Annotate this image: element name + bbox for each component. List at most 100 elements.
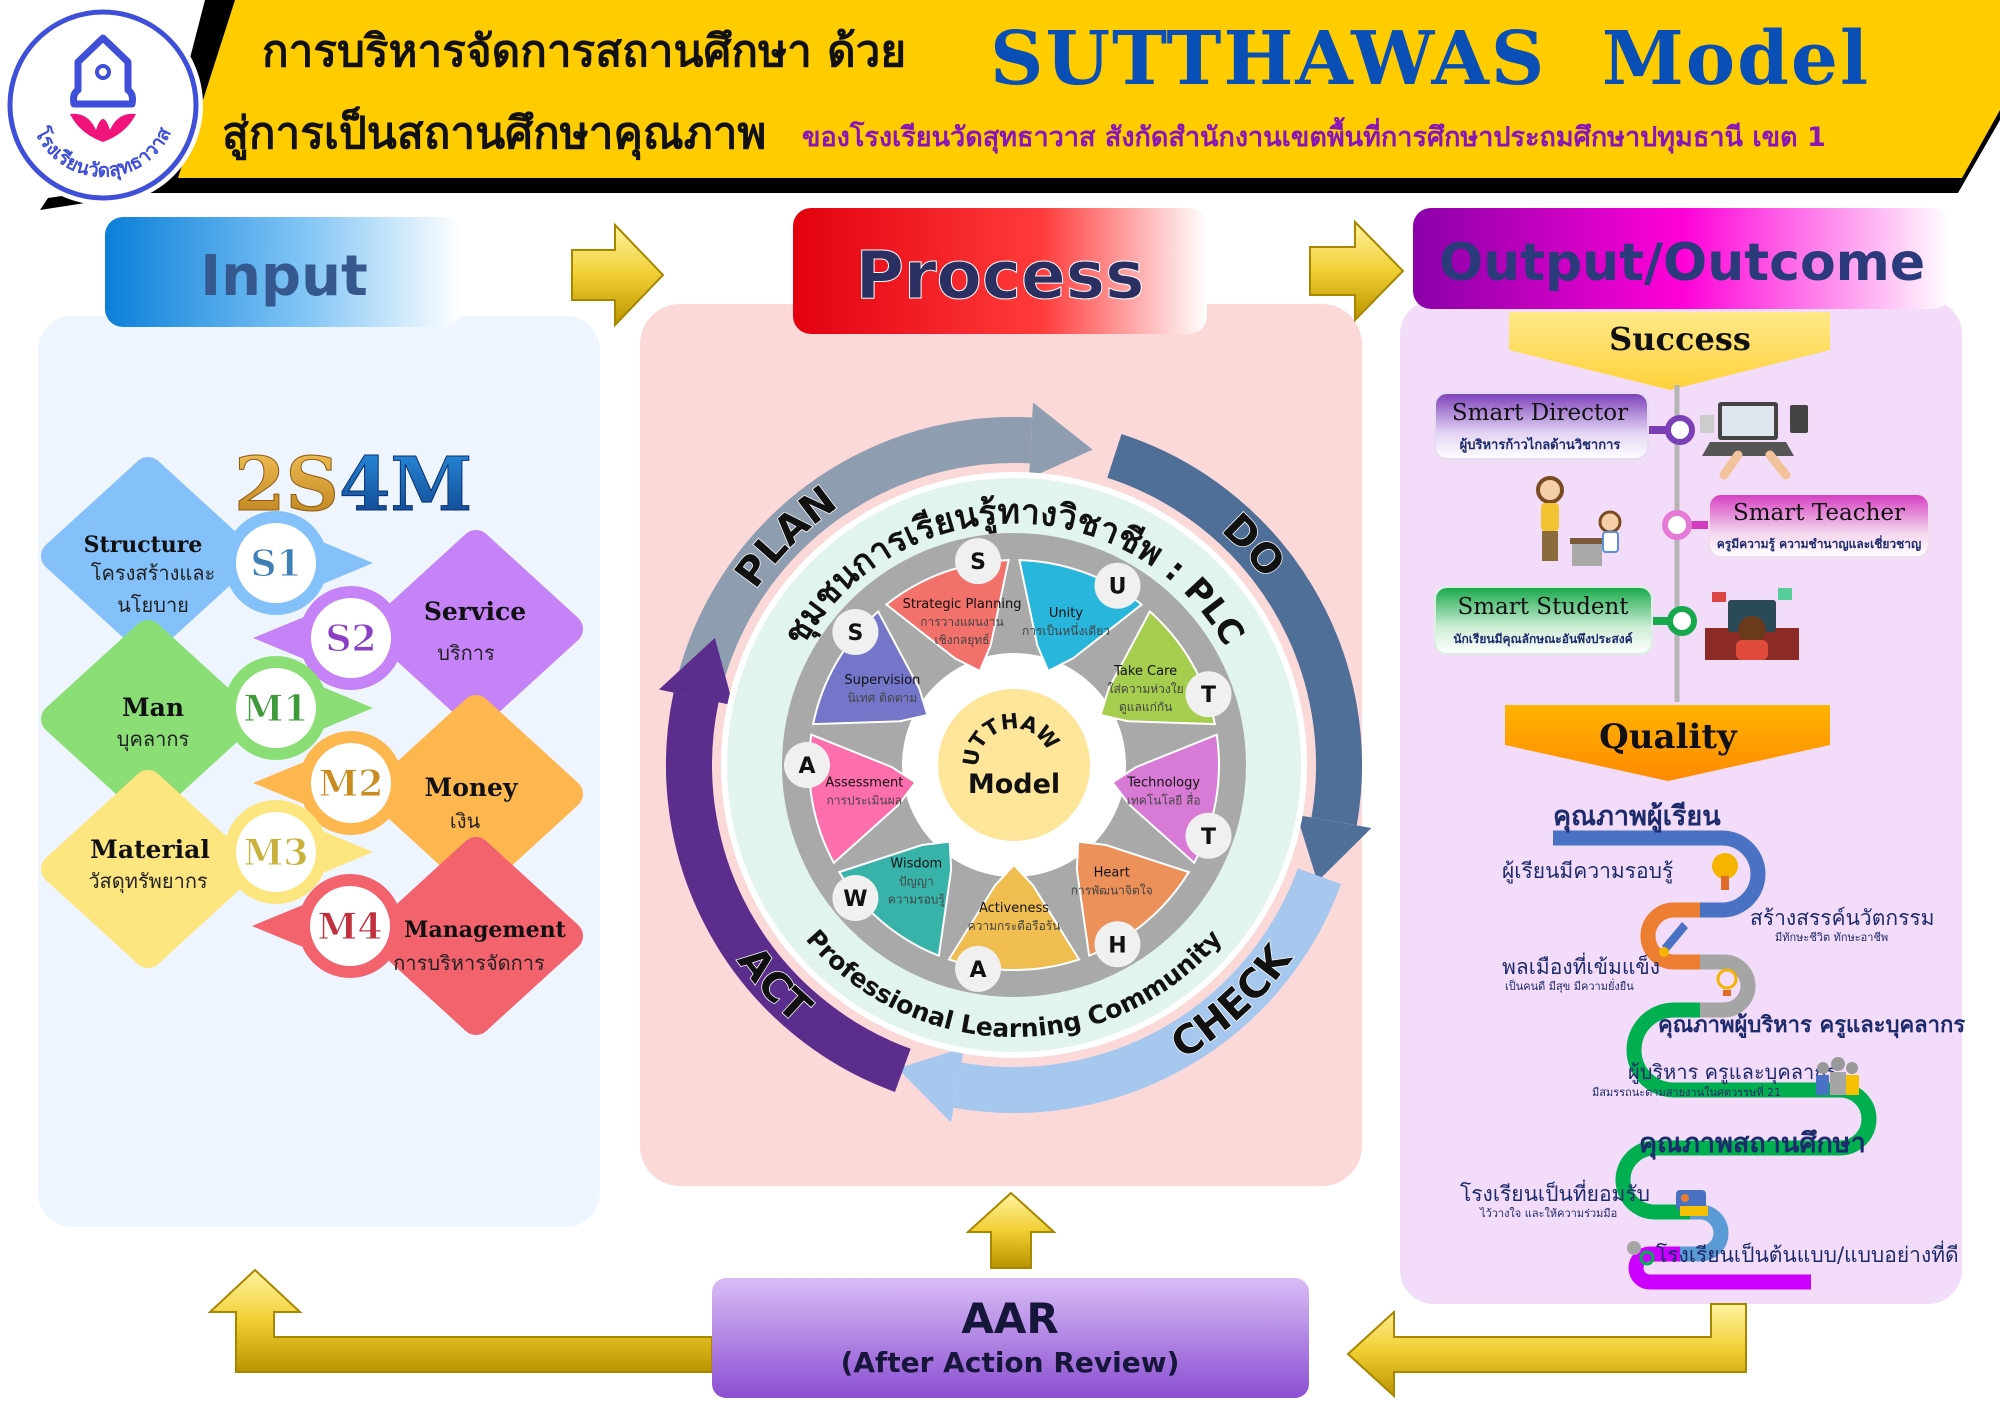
success-label: Success: [1609, 320, 1751, 358]
aar-subtitle: (After Action Review): [841, 1346, 1180, 1379]
component-wedge: [811, 609, 929, 726]
school-quality-heading: คุณภาพสถานศึกษา: [1639, 1128, 1866, 1160]
arrowhead-icon: [1296, 814, 1372, 882]
process-title: Process: [856, 237, 1145, 314]
component-letter: A: [798, 754, 815, 779]
component-wedge: [808, 733, 917, 865]
input-header-tab: Input: [105, 217, 462, 327]
component-letter: S: [970, 550, 986, 575]
factor-code: S2: [325, 618, 376, 660]
process-header-tab: Process: [793, 208, 1207, 334]
learner-item-desc: เป็นคนดี มีสุข มีความยั่งยืน: [1505, 978, 1634, 993]
component-thai: การเป็นหนึ่งเดียว: [1022, 622, 1110, 638]
smart-title: Smart Student: [1457, 594, 1629, 620]
component-thai: การวางแผนงาน: [920, 615, 1004, 629]
component-thai: ปัญญา: [899, 874, 934, 888]
component-name: Unity: [1049, 606, 1083, 621]
staff-item: ผู้บริหาร ครูและบุคลากร: [1628, 1060, 1837, 1085]
component-name: Strategic Planning: [903, 597, 1022, 612]
smart-director-card: Smart Director ผู้บริหารก้าวไกลด้านวิชาก…: [1434, 392, 1695, 460]
component-thai: การประเมินผล: [827, 793, 903, 807]
component-letter-badge: [832, 875, 879, 922]
component-letter-badge: [1185, 812, 1232, 859]
bubble-tail: [253, 610, 321, 666]
learner-item: สร้างสรรค์นวัตกรรม: [1750, 906, 1934, 930]
header-model-name: SUTTHAWAS Model: [990, 16, 1870, 102]
component-thai: ดูแลแก่กัน: [1119, 700, 1172, 715]
component-name: Supervision: [844, 673, 920, 688]
output-title: Output/Outcome: [1439, 233, 1925, 293]
arrowhead-icon: [897, 1047, 965, 1123]
component-letter: T: [1201, 683, 1216, 708]
badge-circle: [311, 743, 391, 823]
factor-thai: วัสดุทรัพยากร: [88, 869, 208, 894]
idea-gear-icon: [1627, 1241, 1655, 1266]
factor-code: M1: [244, 688, 309, 730]
badge-circle: [310, 886, 390, 966]
model-center-subtitle: Model: [968, 769, 1060, 800]
bubble-tail: [306, 680, 373, 736]
header-subtitle: ของโรงเรียนวัดสุทธาวาส สังกัดสำนักงานเขต…: [802, 116, 1826, 154]
smart-title: Smart Teacher: [1733, 500, 1905, 526]
component-letter: W: [843, 887, 867, 912]
school-logo: โรงเรียนวัดสุทธาวาส: [3, 5, 203, 205]
component-thai: ความกระตือรือร้น: [968, 919, 1061, 933]
factor-code: M3: [244, 832, 309, 874]
smart-desc: ผู้บริหารก้าวไกลด้านวิชาการ: [1460, 436, 1621, 453]
factor-thai: นโยบาย: [117, 593, 189, 617]
school-item: โรงเรียนเป็นต้นแบบ/แบบอย่างที่ดี: [1656, 1240, 1959, 1267]
aar-box: AAR (After Action Review): [712, 1278, 1309, 1398]
component-letter: U: [1109, 575, 1127, 600]
component-thai: นิเทศ ติดตาม: [848, 691, 918, 705]
arrow-right-icon: [571, 222, 665, 328]
bubble-tail: [306, 824, 373, 880]
bubble-tail: [306, 535, 373, 591]
factor-thai: การบริหารจัดการ: [393, 951, 545, 975]
component-letter-badge: [1094, 921, 1141, 968]
factor-thai: โครงสร้างและ: [91, 561, 215, 585]
teacher-student-illustration: [1536, 476, 1622, 566]
lotus-icon: [70, 113, 136, 142]
online-student-illustration: [1705, 588, 1799, 660]
component-letter-badge: [955, 538, 1002, 585]
component-assessment: A Assessment การประเมินผล: [784, 733, 917, 865]
component-name: Activeness: [979, 901, 1049, 916]
staff-item-desc: มีสมรรถนะตามสายงานในศตวรรษที่ 21: [1592, 1084, 1781, 1099]
quality-section: Quality คุณภาพผู้เรียน ผู้เรียนมีความรอบ…: [1460, 705, 1965, 1290]
component-thai: การพัฒนาจิตใจ: [1071, 883, 1153, 897]
smart-desc: ครูมีความรู้ ความชำนาญและเชี่ยวชาญ: [1717, 535, 1922, 552]
arrow-right-icon: [1309, 219, 1405, 323]
cycle-arrow-do: DO: [1107, 434, 1372, 882]
input-factors: S1Structureโครงสร้างและนโยบายS2Serviceบร…: [41, 457, 583, 1035]
component-letter-badge: [784, 742, 830, 788]
factor-thai: บริการ: [437, 641, 495, 665]
factor-thai: บุคลากร: [117, 727, 190, 752]
component-name: Assessment: [825, 775, 903, 790]
component-wedge: [884, 559, 1010, 673]
component-name: Technology: [1126, 775, 1200, 790]
component-letter: A: [970, 958, 987, 983]
people-icon: [1816, 1057, 1859, 1095]
arrowhead-icon: [658, 638, 734, 706]
component-thai: เทคโนโลยี สื่อ: [1127, 791, 1201, 807]
factor-code: S1: [250, 543, 301, 585]
factor-label: Management: [404, 917, 567, 943]
brain-idea-icon: [1712, 853, 1738, 890]
component-letter-badge: [1185, 671, 1232, 718]
success-banner: [1509, 312, 1830, 390]
factor-label: Structure: [84, 532, 203, 558]
smart-title: Smart Director: [1452, 400, 1628, 426]
school-item: โรงเรียนเป็นที่ยอมรับ: [1460, 1179, 1650, 1206]
badge-circle: [311, 598, 391, 678]
learner-item-desc: มีทักษะชีวิต ทักษะอาชีพ: [1775, 931, 1888, 944]
component-letter: T: [1201, 825, 1216, 850]
component-activeness: A Activeness ความกระตือรือร้น: [947, 863, 1081, 992]
